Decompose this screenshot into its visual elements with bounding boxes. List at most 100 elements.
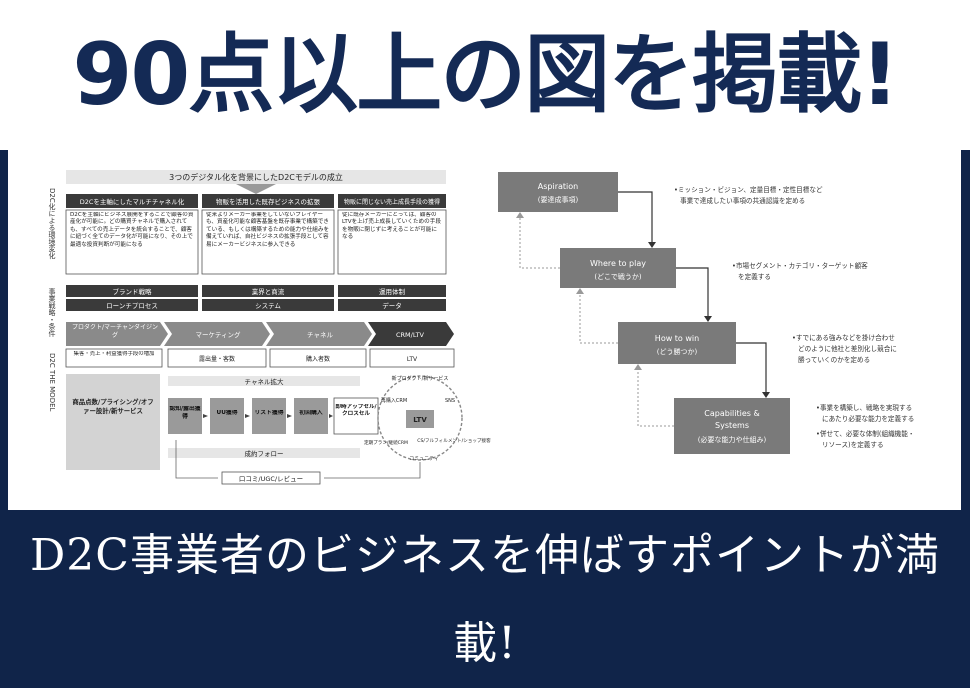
step-note: •ミッション・ビジョン、定量目標・定性目標など (674, 185, 823, 194)
arrow-right-icon (245, 414, 250, 418)
kpi-label-wrap: 集客・売上・利益獲得手段の増加 (74, 351, 155, 357)
ltv-ring (377, 375, 463, 461)
kpi-box (369, 348, 455, 368)
step-note: にあたり必要な能力を定義する (822, 414, 914, 423)
funnel-label: 認知/露出獲得 (169, 406, 201, 420)
step-note: •すでにある強みなどを掛け合わせ (792, 333, 895, 342)
strategy-cell (338, 285, 446, 297)
feedback-connector (519, 214, 560, 269)
column-header-label: 物販に閉じない売上成長手段の獲得 (344, 198, 440, 206)
funnel-label: 即時アップセル/クロスセル (335, 404, 377, 418)
model-left-box (66, 374, 160, 470)
arrow-step (266, 322, 372, 346)
strategy-label: ブランド戦略 (113, 287, 153, 296)
flow-connector (618, 191, 653, 246)
step-note: •事業を構築し、戦略を実現する (816, 403, 912, 412)
strategy-label: 運用体制 (379, 287, 406, 296)
funnel-label-wrap: UU獲得 (216, 410, 238, 416)
left-title: 3つのデジタル化を背景にしたD2Cモデルの成立 (169, 172, 343, 182)
column-body-text: 従来よりメーカー事業をしていないプレイヤーも、資産化可能な顧客基盤を既存事業で構… (206, 212, 330, 248)
step-note: を定義する (738, 272, 771, 281)
strategy-label: データ (382, 301, 402, 310)
review-label: 口コミ/UGC/レビュー (239, 474, 303, 483)
funnel-label: UU獲得 (216, 410, 238, 416)
step-subtitle: (要達成事項) (538, 195, 579, 204)
ltv-box (406, 410, 434, 428)
feedback-connector (637, 366, 674, 427)
kpi-label: LTV (407, 356, 418, 363)
model-left-text: 商品点数/プライシング/オファー設計/新サービス (72, 398, 154, 415)
column-header (66, 194, 198, 208)
funnel-label: 初回購入 (299, 410, 323, 416)
channel-expand-label: チャネル拡大 (245, 377, 284, 386)
strategy-cell (66, 285, 198, 297)
arrow-step (368, 322, 454, 346)
strategy-label: ローンチプロセス (106, 302, 158, 310)
arrow-down-icon (648, 242, 656, 248)
title-bar (66, 170, 446, 184)
step-subtitle: (どう勝つか) (657, 347, 698, 356)
step-note: リソース)を定義する (822, 440, 884, 449)
step-box-where (560, 248, 676, 288)
funnel-step (294, 398, 328, 434)
column-header (202, 194, 334, 208)
step-box-capabilities (674, 398, 790, 454)
arrow-right-icon (329, 414, 333, 418)
step-box-how (618, 322, 736, 364)
step-title: Systems (715, 421, 749, 430)
ltv-ring-label: 定期プラン/継続CRM (364, 439, 408, 446)
ltv-ring-label: 再購入CRM (381, 397, 407, 404)
arrow-step-label: マーケティング (196, 330, 241, 339)
arrow-up-icon (516, 212, 524, 218)
column-body-text: 従に既存メーカーにとっては、顧客のLTVを上げ売上成長していくための手段を物販に… (342, 212, 441, 241)
column-body (65, 209, 199, 275)
strategy-cell (202, 285, 334, 297)
headline-band: 90点以上の図を掲載! (0, 0, 970, 150)
strategy-label: 業界と商流 (252, 287, 285, 296)
step-note: 勝っていくのかを定める (798, 355, 870, 364)
kpi-label: 露出量・客数 (199, 355, 235, 363)
column-header-label: D2Cを主軸にしたマルチチャネル化 (80, 197, 185, 206)
funnel-label: リスト獲得 (254, 410, 284, 416)
step-title: Where to play (590, 259, 646, 268)
ltv-ring-label: CS/フルフィルメント/ショップ接客 (417, 437, 491, 444)
ltv-label: LTV (413, 416, 427, 424)
kpi-box (167, 348, 267, 368)
arrow-down-icon (704, 316, 712, 322)
ltv-ring-label: コミュニティ (409, 456, 439, 462)
column-body-text: D2Cを主軸にビジネス展開をすることで顧客の資産化が可能に。どの購買チャネルで購… (70, 212, 194, 248)
strategy-cell (202, 299, 334, 311)
follow-bar (168, 448, 360, 458)
arrow-right-icon (203, 414, 208, 418)
column-header-label: 物販を活用した既存ビジネスの拡張 (216, 197, 321, 206)
step-note: どのように他社と差別化し競合に (798, 344, 897, 353)
page: 90点以上の図を掲載! 3つのデジタル化を背景にしたD2Cモデルの成立 D2C化… (0, 0, 970, 669)
side-label-env: D2C化による環境変化 (48, 188, 56, 260)
step-title: How to win (655, 334, 699, 343)
arrow-step-label: プロダクト/マーチャンダイジング (72, 324, 158, 339)
step-note: 事業で達成したい事項の共通認識を定める (680, 196, 805, 205)
kpi-box (269, 348, 367, 368)
review-connector (175, 440, 218, 479)
strategy-cell (66, 299, 198, 311)
arrow-right-icon (287, 414, 292, 418)
kpi-box (65, 348, 163, 368)
side-label-strategy: 事業戦略・条件 (48, 287, 56, 338)
follow-label: 成約フォロー (245, 449, 284, 458)
strategy-cell (338, 299, 446, 311)
review-connector (324, 462, 421, 479)
ltv-ring-label: 新プロダクト/新サービス (392, 375, 449, 382)
kpi-label: 購入者数 (306, 355, 330, 363)
funnel-step (168, 398, 202, 434)
footer-banner: D2C事業者のビジネスを伸ばすポイントが満載! (30, 530, 940, 669)
funnel-step (333, 397, 379, 435)
step-title: Capabilities & (704, 409, 759, 418)
arrow-step (66, 322, 168, 346)
funnel-label-wrap: 即時アップセル/クロスセル (335, 404, 377, 418)
arrow-step-label-wrap: プロダクト/マーチャンダイジング (72, 324, 158, 339)
step-box-aspiration (498, 172, 618, 212)
step-subtitle: (必要な能力や仕組み) (698, 435, 767, 444)
feedback-connector (579, 290, 618, 344)
funnel-label-wrap: リスト獲得 (254, 410, 284, 416)
step-subtitle: (どこで戦うか) (594, 272, 642, 281)
